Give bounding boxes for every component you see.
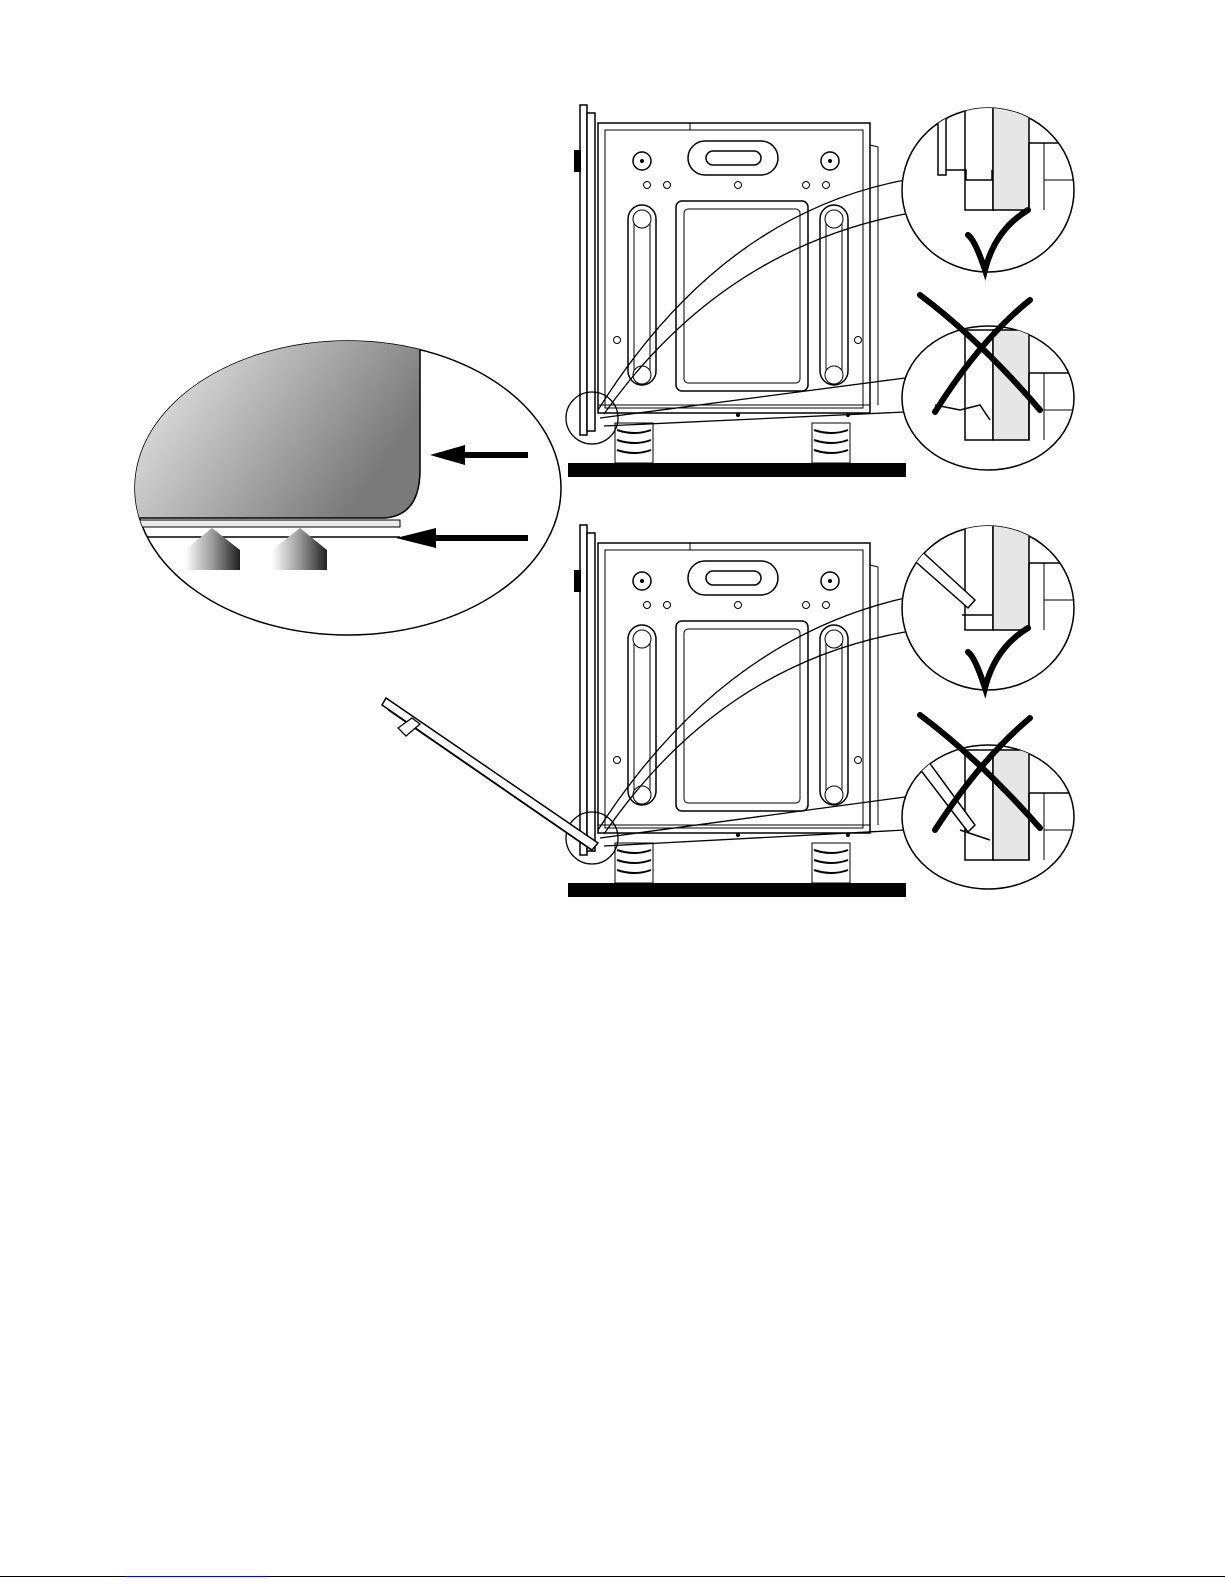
callout-correct-closed: [902, 95, 1080, 272]
oven-door: [382, 698, 598, 852]
magnified-hinge-detail: [100, 340, 561, 635]
footer-link-underline[interactable]: [125, 1576, 268, 1577]
callout-incorrect-closed: [902, 295, 1080, 470]
callout-incorrect-open: [902, 715, 1080, 889]
callout-correct-open: [902, 520, 1080, 690]
panel-door-closed: [566, 95, 1080, 477]
